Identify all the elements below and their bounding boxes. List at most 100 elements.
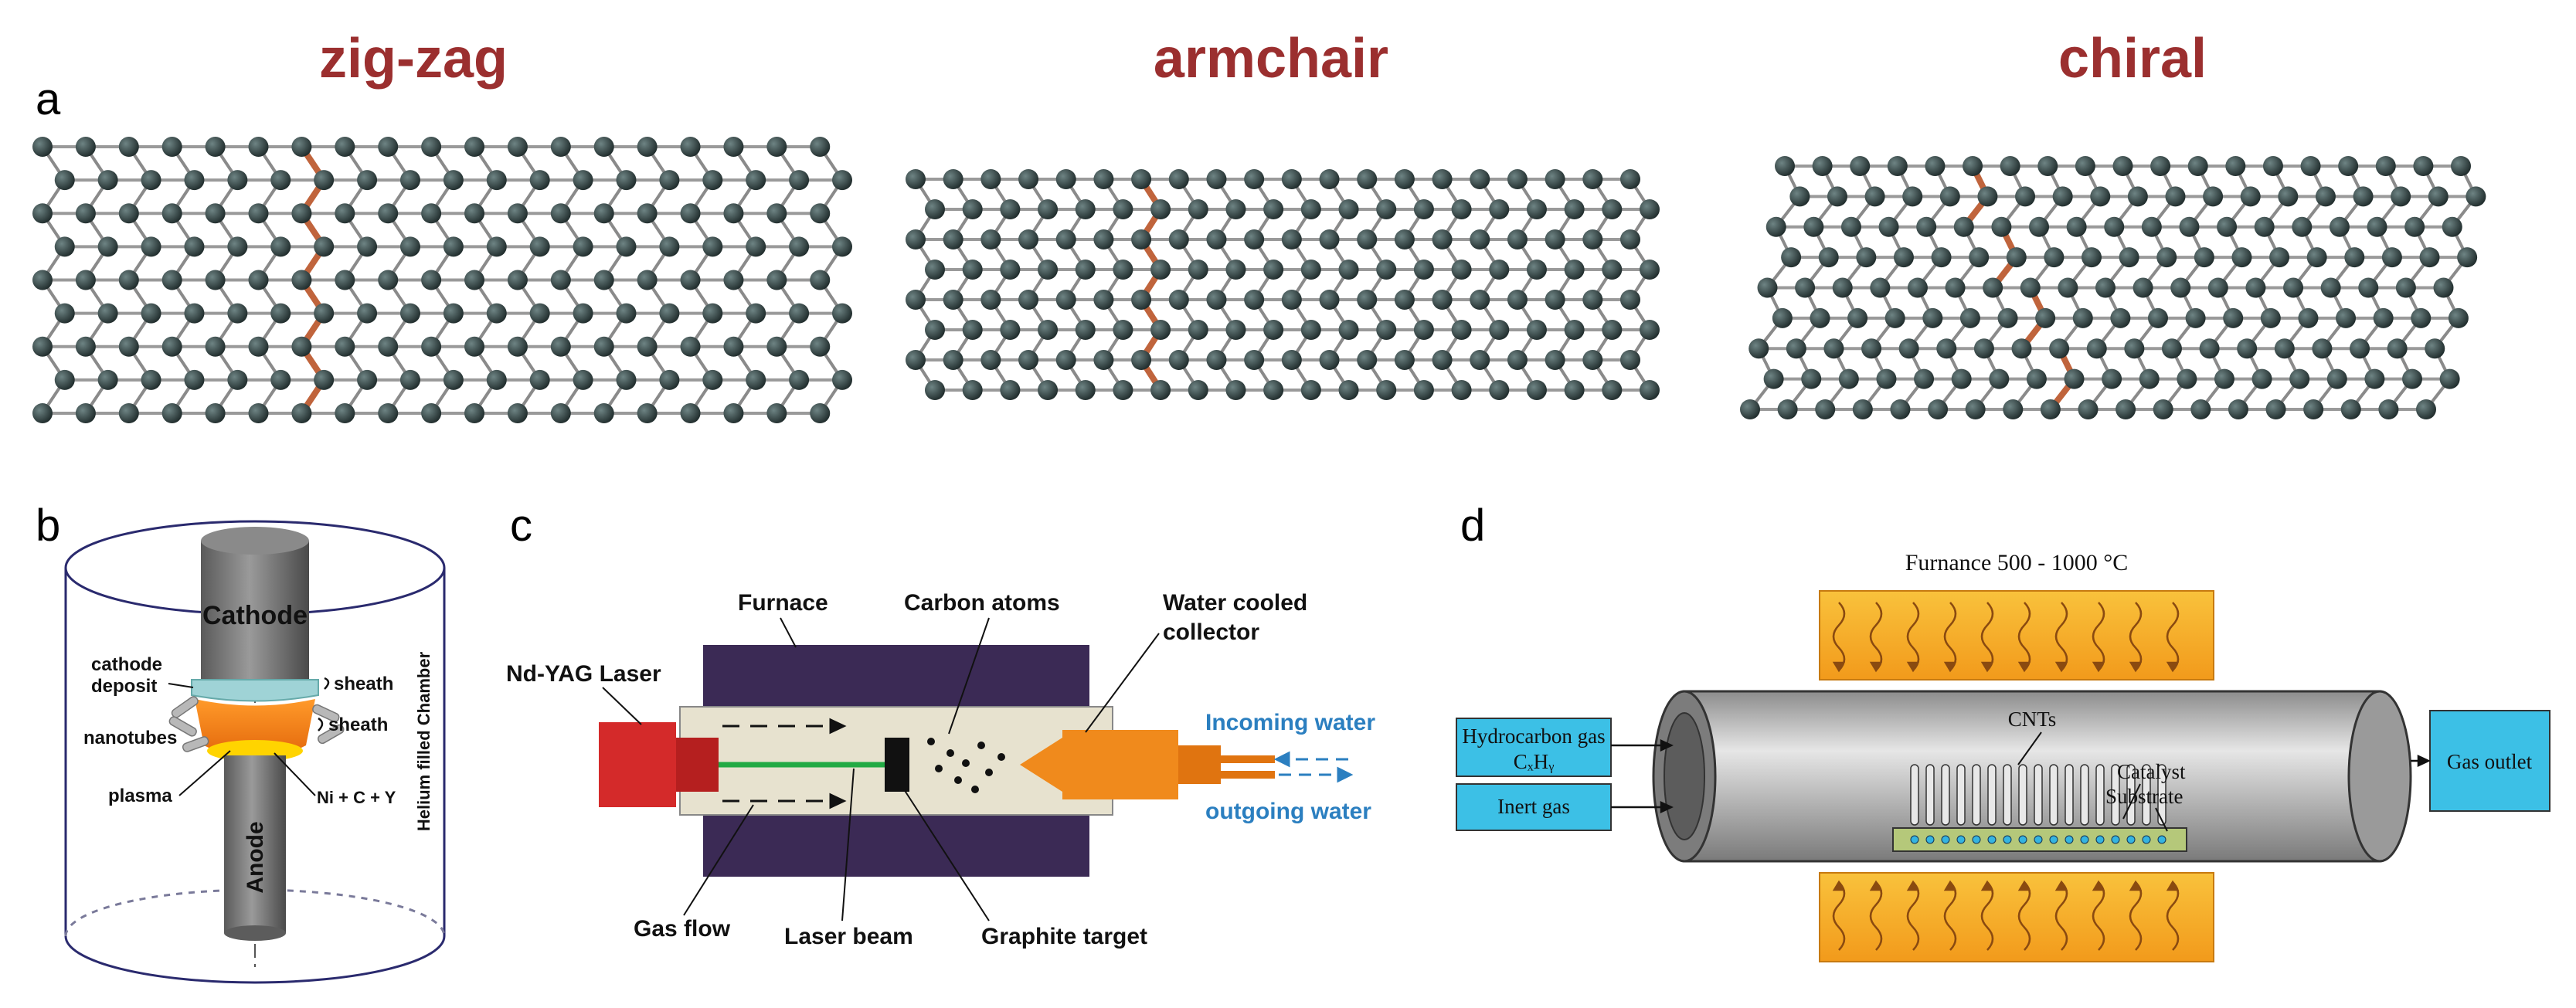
carbon-atom	[810, 336, 831, 357]
carbon-atom	[2035, 307, 2056, 328]
carbon-atom	[1582, 290, 1603, 310]
carbon-atom	[1075, 260, 1096, 280]
carbon-atom	[97, 170, 118, 191]
carbon-atom	[2026, 368, 2047, 389]
carbon-atom	[270, 303, 291, 324]
heat-wave-arrow	[2166, 881, 2180, 951]
heat-wave-arrow	[2017, 881, 2031, 951]
carbon-atom	[1432, 350, 1453, 370]
catalyst-particle	[2018, 835, 2027, 844]
heat-wave-head	[2166, 661, 2180, 673]
carbon-atom	[507, 336, 528, 357]
carbon-atom	[1244, 350, 1265, 370]
carbon-atom	[766, 203, 787, 224]
carbon-atom	[75, 270, 96, 290]
carbon-atom	[32, 137, 53, 157]
carbon-atom	[616, 369, 637, 390]
heat-wave-arrow	[1980, 881, 1994, 951]
heat-wave-head	[2129, 661, 2143, 673]
carbon-atom-dots	[927, 738, 1005, 793]
carbon-atom	[2223, 307, 2244, 328]
carbon-atom	[443, 236, 464, 257]
carbon-atom	[2078, 399, 2099, 419]
carbon-atom	[789, 170, 810, 191]
carbon-atom	[399, 369, 420, 390]
carbon-atom	[1489, 199, 1510, 219]
carbon-atom	[357, 170, 378, 191]
carbon-atom	[593, 270, 614, 290]
carbon-atom	[2049, 338, 2070, 359]
heat-wave-arrow	[1832, 602, 1846, 671]
carbon-atom	[1772, 307, 1793, 328]
cnt-tube	[2111, 764, 2120, 826]
carbon-atom	[2179, 216, 2200, 237]
carbon-atom	[1951, 368, 1972, 389]
catalyst-particle	[1941, 835, 1950, 844]
title-zig-zag: zig-zag	[319, 28, 508, 90]
catalyst-particle	[2095, 835, 2105, 844]
cnt-tube	[1925, 764, 1935, 826]
carbon-atom	[2300, 156, 2321, 176]
carbon-atom	[32, 336, 53, 357]
carbon-atom	[1188, 380, 1208, 400]
carbon-atom	[1470, 169, 1490, 189]
carbon-atom	[248, 403, 269, 423]
carbon-atom	[1338, 380, 1359, 400]
carbon-atom	[550, 137, 571, 157]
carbon-atom	[161, 270, 182, 290]
carbon-atom	[637, 270, 658, 290]
carbon-atom	[421, 270, 442, 290]
collector-label-1: Water cooled	[1163, 590, 1307, 616]
carbon-atom	[1451, 320, 1472, 340]
heat-wave-head	[2017, 880, 2031, 891]
carbon-atom	[248, 137, 269, 157]
carbon-atom	[2064, 368, 2085, 389]
laser-source	[599, 722, 719, 807]
carbon-atom	[1281, 350, 1302, 370]
carbon-atom	[702, 170, 723, 191]
carbon-atom	[2413, 156, 2434, 176]
carbon-atom	[184, 369, 205, 390]
carbon-atom	[1319, 290, 1340, 310]
carbon-atom	[1038, 380, 1059, 400]
carbon-atom	[2265, 399, 2286, 419]
carbon-atom	[2150, 156, 2171, 176]
carbon-atom	[2037, 156, 2058, 176]
carbon-atom	[1188, 260, 1208, 280]
carbon-atom	[2378, 399, 2399, 419]
heat-wave-arrow	[1906, 602, 1920, 671]
carbon-atom	[810, 403, 831, 423]
carbon-atom	[680, 137, 701, 157]
carbon-atom	[1765, 216, 1786, 237]
carbon-atom	[227, 303, 248, 324]
carbon-atom	[2402, 368, 2423, 389]
cnt-tube	[2080, 764, 2089, 826]
carbon-atom	[1832, 277, 1853, 298]
cnt-tube	[2018, 764, 2027, 826]
carbon-atom	[2411, 307, 2432, 328]
carbon-atom	[2011, 338, 2032, 359]
carbon-atom	[723, 137, 744, 157]
carbon-atom	[270, 236, 291, 257]
carbon-atom	[2416, 399, 2436, 419]
carbon-atom	[1000, 380, 1021, 400]
carbon-atom	[1055, 229, 1076, 249]
carbon-atom	[464, 336, 485, 357]
catalyst-particle	[2142, 835, 2151, 844]
carbon-atom	[1959, 307, 1980, 328]
panel-letter-c: c	[510, 501, 532, 551]
carbon-atom	[766, 270, 787, 290]
carbon-atom	[1432, 290, 1453, 310]
carbon-atom	[2451, 156, 2471, 176]
carbon-atom	[980, 350, 1001, 370]
carbon-atom	[2298, 307, 2319, 328]
carbon-atom	[659, 236, 680, 257]
heat-wave-arrow	[1943, 602, 1957, 671]
furnace-leader	[780, 617, 797, 648]
cnt-tube	[1941, 764, 1950, 826]
carbon-atom	[54, 170, 75, 191]
carbon-atom	[32, 403, 53, 423]
carbon-atom	[2439, 368, 2460, 389]
carbon-atom	[593, 137, 614, 157]
carbon-atom	[399, 236, 420, 257]
